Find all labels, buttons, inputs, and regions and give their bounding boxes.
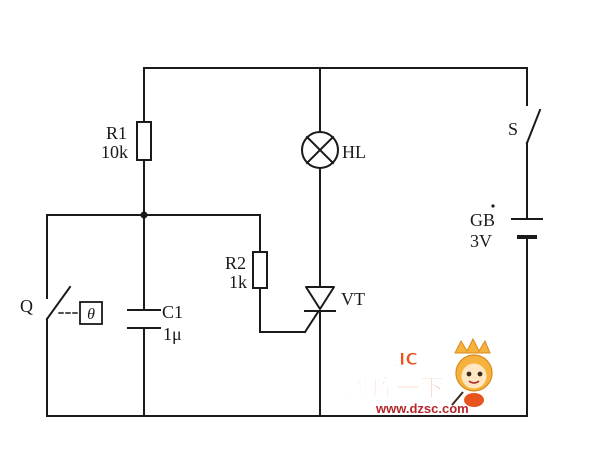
theta-label: θ — [87, 306, 95, 323]
resistor-r2 — [252, 251, 268, 289]
vt-label: VT — [341, 289, 365, 309]
r1-value-label: 10k — [101, 142, 128, 162]
gb-polarity-dot — [491, 204, 495, 208]
theta-sensor-box — [79, 301, 103, 325]
resistor-r1 — [136, 121, 152, 161]
r1-name-label: R1 — [106, 123, 127, 143]
q-label: Q — [20, 296, 33, 316]
watermark-logo: 找IC片 维库一下 www.dzsc.com — [348, 337, 493, 416]
thyristor-vt — [303, 286, 336, 334]
wiring — [46, 67, 528, 417]
lamp-hl — [301, 131, 339, 169]
r2-name-label: R2 — [225, 253, 246, 273]
hl-label: HL — [342, 142, 366, 162]
mascot-icon — [451, 337, 493, 407]
s-label: S — [508, 119, 518, 139]
junction-node — [140, 211, 148, 219]
thermal-switch-q — [45, 285, 72, 321]
watermark-cn-text: 维库一下 — [348, 374, 444, 402]
gb-name-label: GB — [470, 210, 495, 230]
capacitor-c1 — [127, 309, 161, 329]
watermark-url: www.dzsc.com — [375, 401, 469, 416]
watermark-top-text: 找IC片 — [382, 349, 435, 370]
switch-s — [525, 108, 542, 145]
gb-value-label: 3V — [470, 231, 492, 251]
r2-value-label: 1k — [229, 272, 247, 292]
c1-name-label: C1 — [162, 302, 183, 322]
c1-value-label: 1μ — [163, 324, 182, 344]
battery-gb — [511, 218, 543, 239]
